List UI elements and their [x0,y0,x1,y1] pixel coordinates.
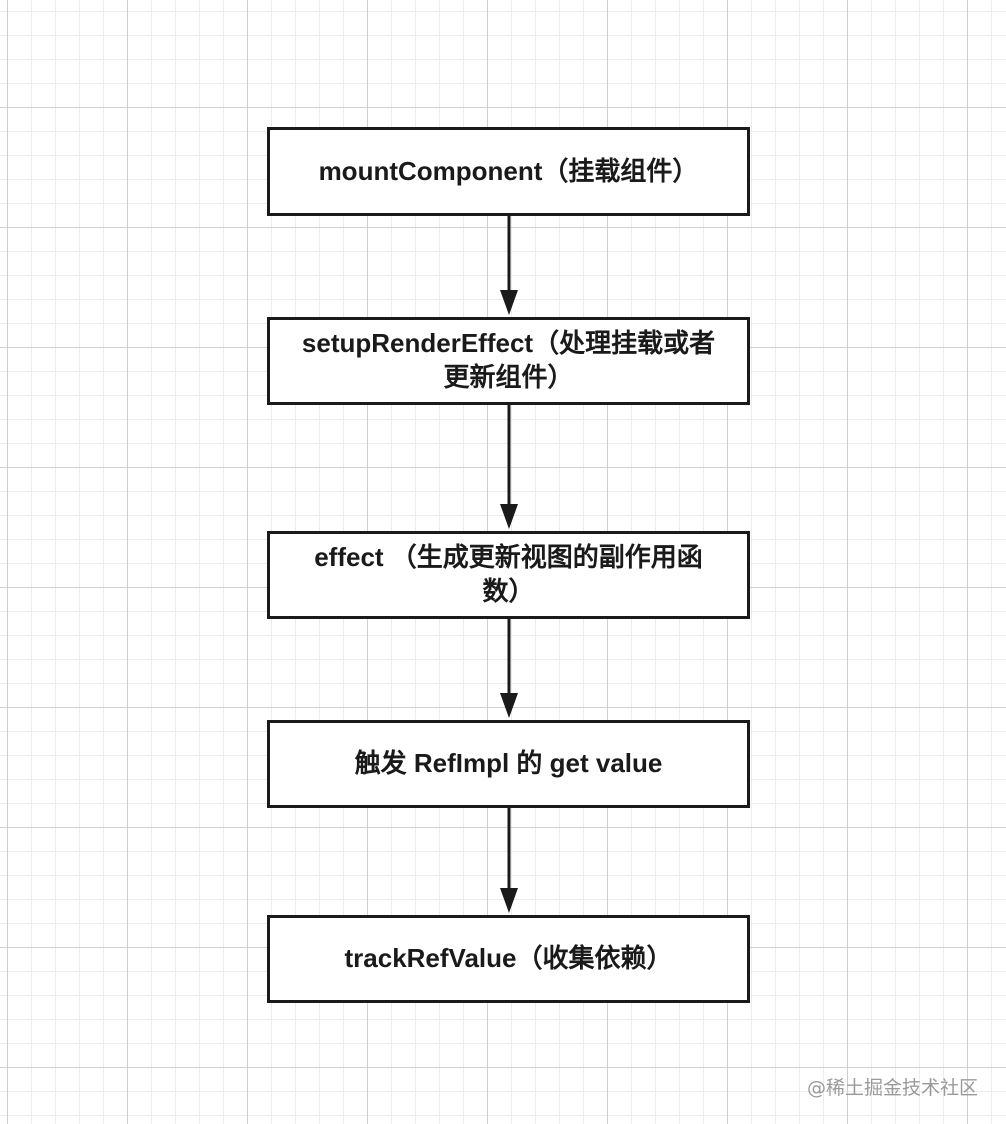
arrow-n3-n4 [500,619,518,718]
arrow-n4-n5 [500,808,518,913]
node-label: effect （生成更新视图的副作用函数） [314,542,703,606]
node-setup-render-effect: setupRenderEffect（处理挂载或者更新组件） [267,317,750,405]
arrow-n2-n3 [500,405,518,529]
watermark: @稀土掘金技术社区 [806,1077,978,1099]
node-effect: effect （生成更新视图的副作用函数） [267,531,750,619]
arrow-n1-n2 [500,216,518,315]
node-label: setupRenderEffect（处理挂载或者更新组件） [301,328,716,392]
node-track-ref-value: trackRefValue（收集依赖） [267,915,750,1003]
node-mount-component: mountComponent（挂载组件） [267,127,750,216]
node-label: trackRefValue（收集依赖） [344,943,673,974]
node-refimpl-get-value: 触发 RefImpl 的 get value [267,720,750,808]
node-label: 触发 RefImpl 的 get value [354,748,663,779]
node-label: mountComponent（挂载组件） [318,155,699,186]
